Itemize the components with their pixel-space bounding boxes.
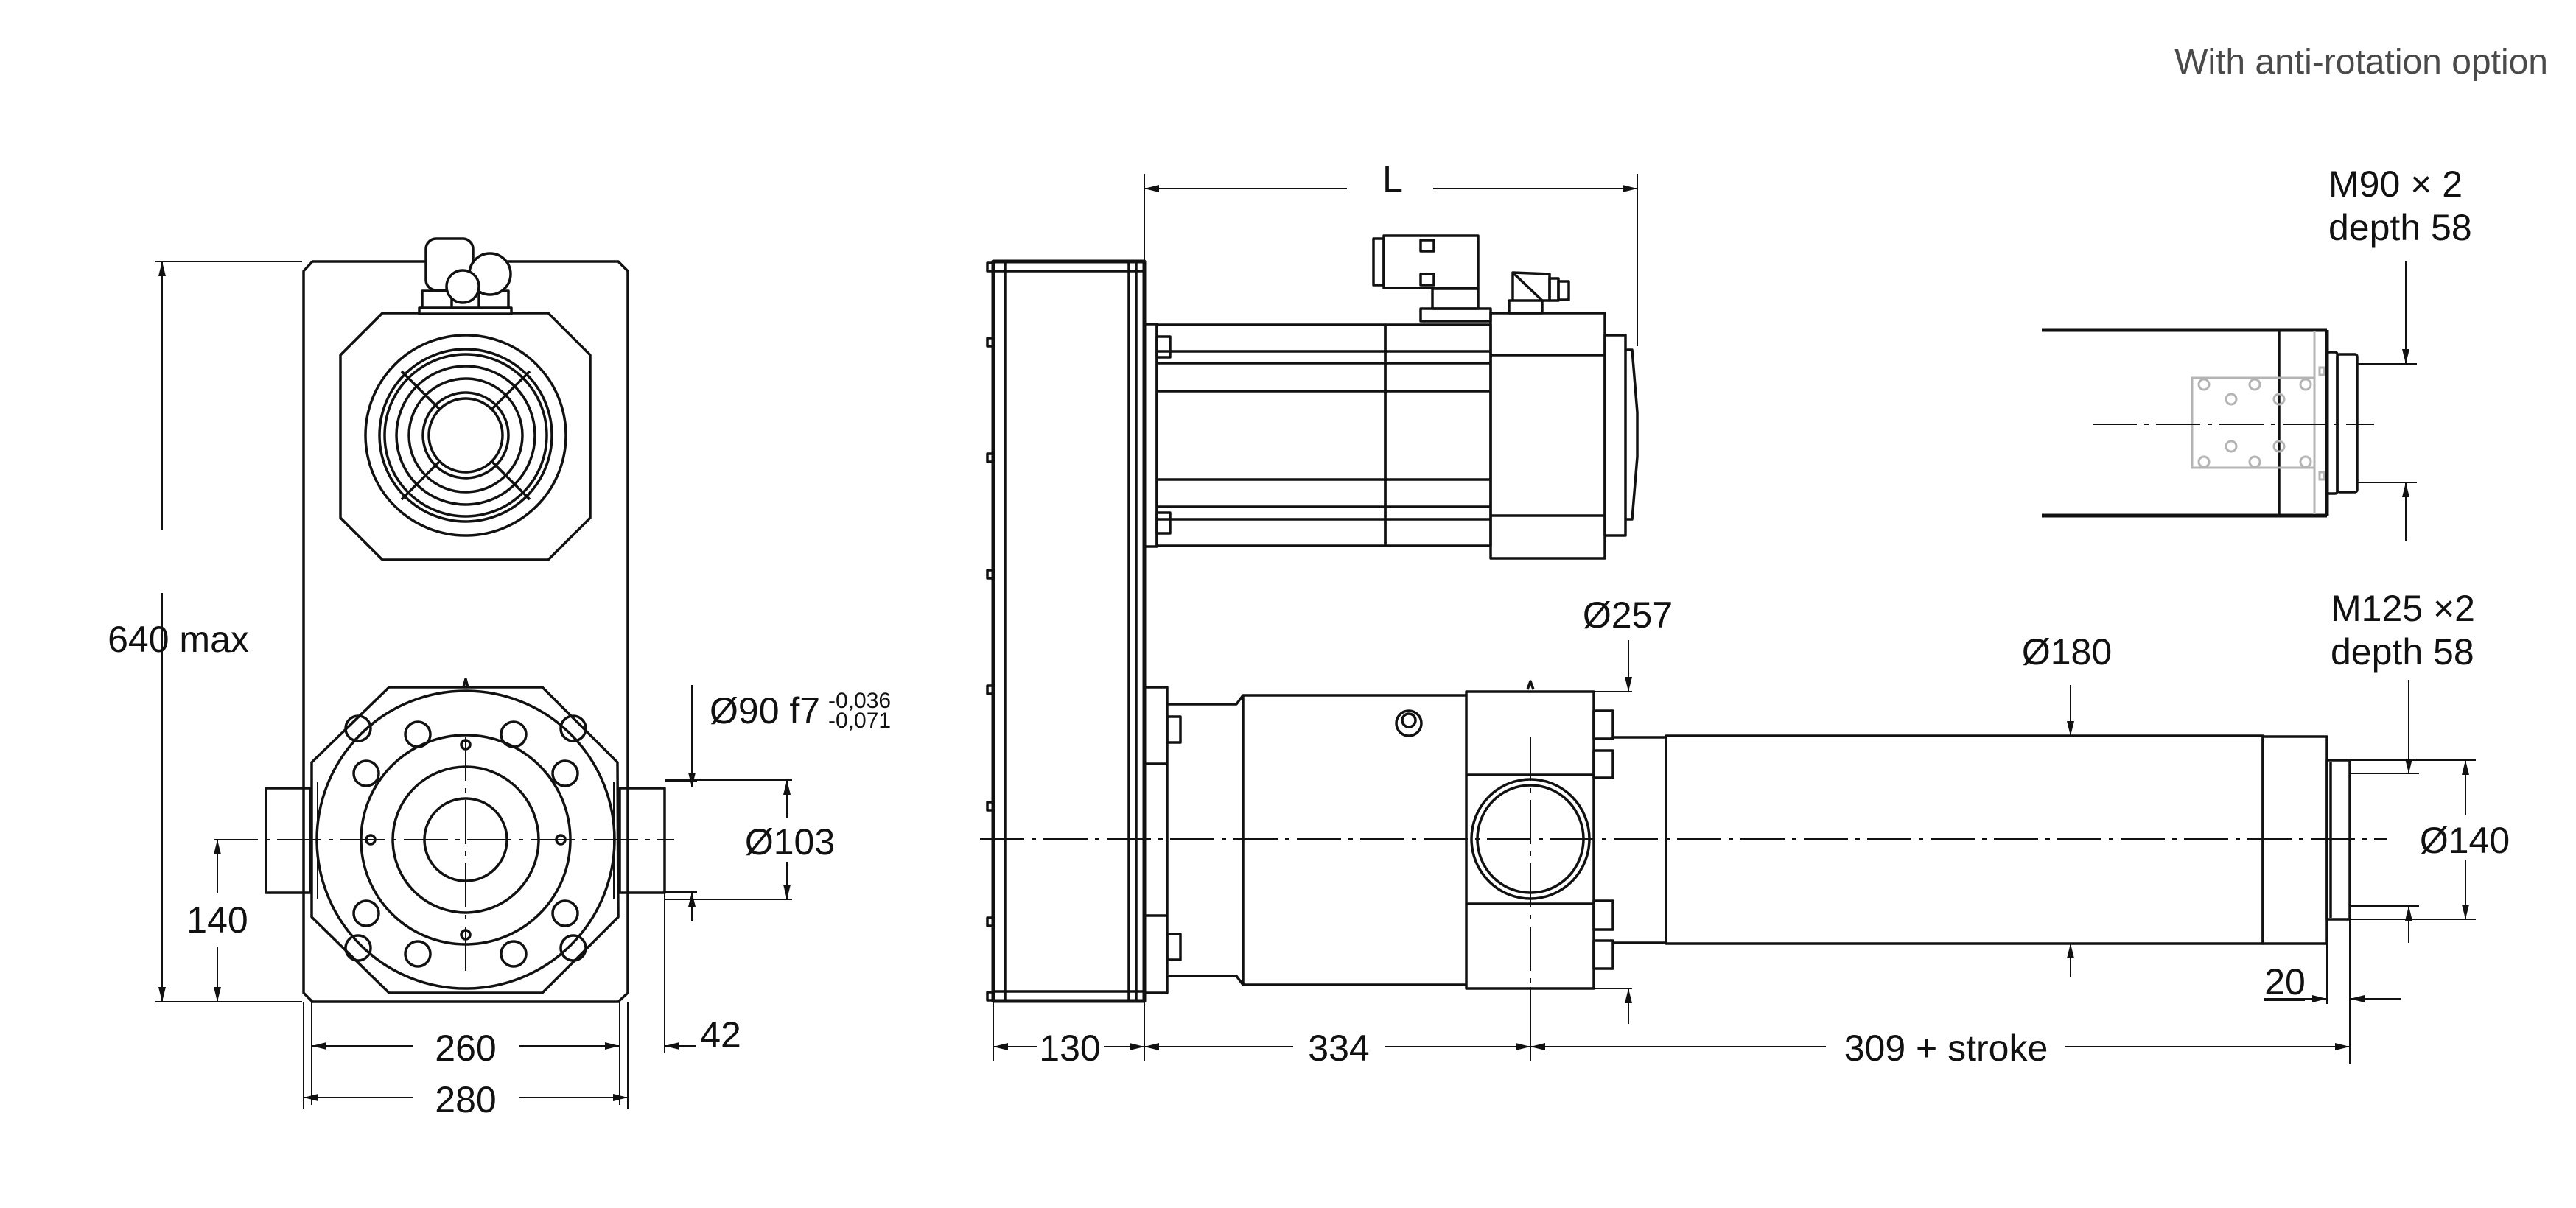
breather-nut-icon — [1395, 709, 1423, 737]
dim-body-257: Ø257 — [1583, 594, 1673, 636]
dim-collar-20: 20 — [2264, 961, 2306, 1002]
plate-tabs — [986, 261, 995, 1002]
fan-icon — [364, 334, 567, 537]
cylinder-body — [1143, 680, 2351, 994]
anti-rotation-plate — [2191, 366, 2325, 481]
dim-tube-180: Ø180 — [2022, 631, 2112, 673]
dim-axis-140: 140 — [186, 899, 248, 941]
dim-boss-diameter: Ø103 — [745, 821, 835, 863]
dim-end-thread-2: depth 58 — [2331, 631, 2474, 673]
dim-height-640: 640 max — [108, 619, 249, 660]
connector-icon — [418, 237, 513, 315]
side-mounting-plate — [991, 259, 1147, 1003]
bolt-holes — [344, 714, 587, 968]
dim-length-L: L — [1382, 158, 1403, 200]
dim-width-260: 260 — [435, 1028, 496, 1069]
dim-boss-42: 42 — [700, 1014, 741, 1056]
dim-stroke-309: 309 + stroke — [1844, 1028, 2048, 1069]
dim-rod-tol-lower: -0,071 — [828, 709, 891, 733]
dim-rod-diameter: Ø90 f7 — [710, 690, 820, 731]
dim-plate-130: 130 — [1039, 1028, 1100, 1069]
dim-rod-tol-upper: -0,036 — [828, 689, 891, 713]
dim-end-140: Ø140 — [2420, 820, 2510, 861]
anti-rotation-detail: M90 × 2 depth 58 — [2042, 164, 2472, 541]
cylinder-flange-body — [310, 686, 620, 994]
encoder-connector-icon — [1508, 271, 1570, 315]
dim-body-334: 334 — [1308, 1028, 1369, 1069]
side-view: L 130 334 309 + stroke Ø257 Ø180 20 — [980, 158, 2510, 1069]
power-connector-icon — [1372, 234, 1492, 323]
dim-width-280: 280 — [435, 1079, 496, 1120]
detail-thread-2: depth 58 — [2328, 207, 2472, 248]
servo-motor — [1143, 234, 1639, 560]
detail-thread-1: M90 × 2 — [2328, 164, 2463, 205]
fan-housing — [339, 312, 592, 561]
caption-anti-rotation: With anti-rotation option — [2174, 43, 2548, 82]
mounting-plate-outline — [302, 260, 629, 1003]
dim-end-thread-1: M125 ×2 — [2331, 588, 2475, 629]
front-view: 640 max 140 260 280 42 Ø90 f7 -0,036 -0,… — [108, 237, 891, 1120]
